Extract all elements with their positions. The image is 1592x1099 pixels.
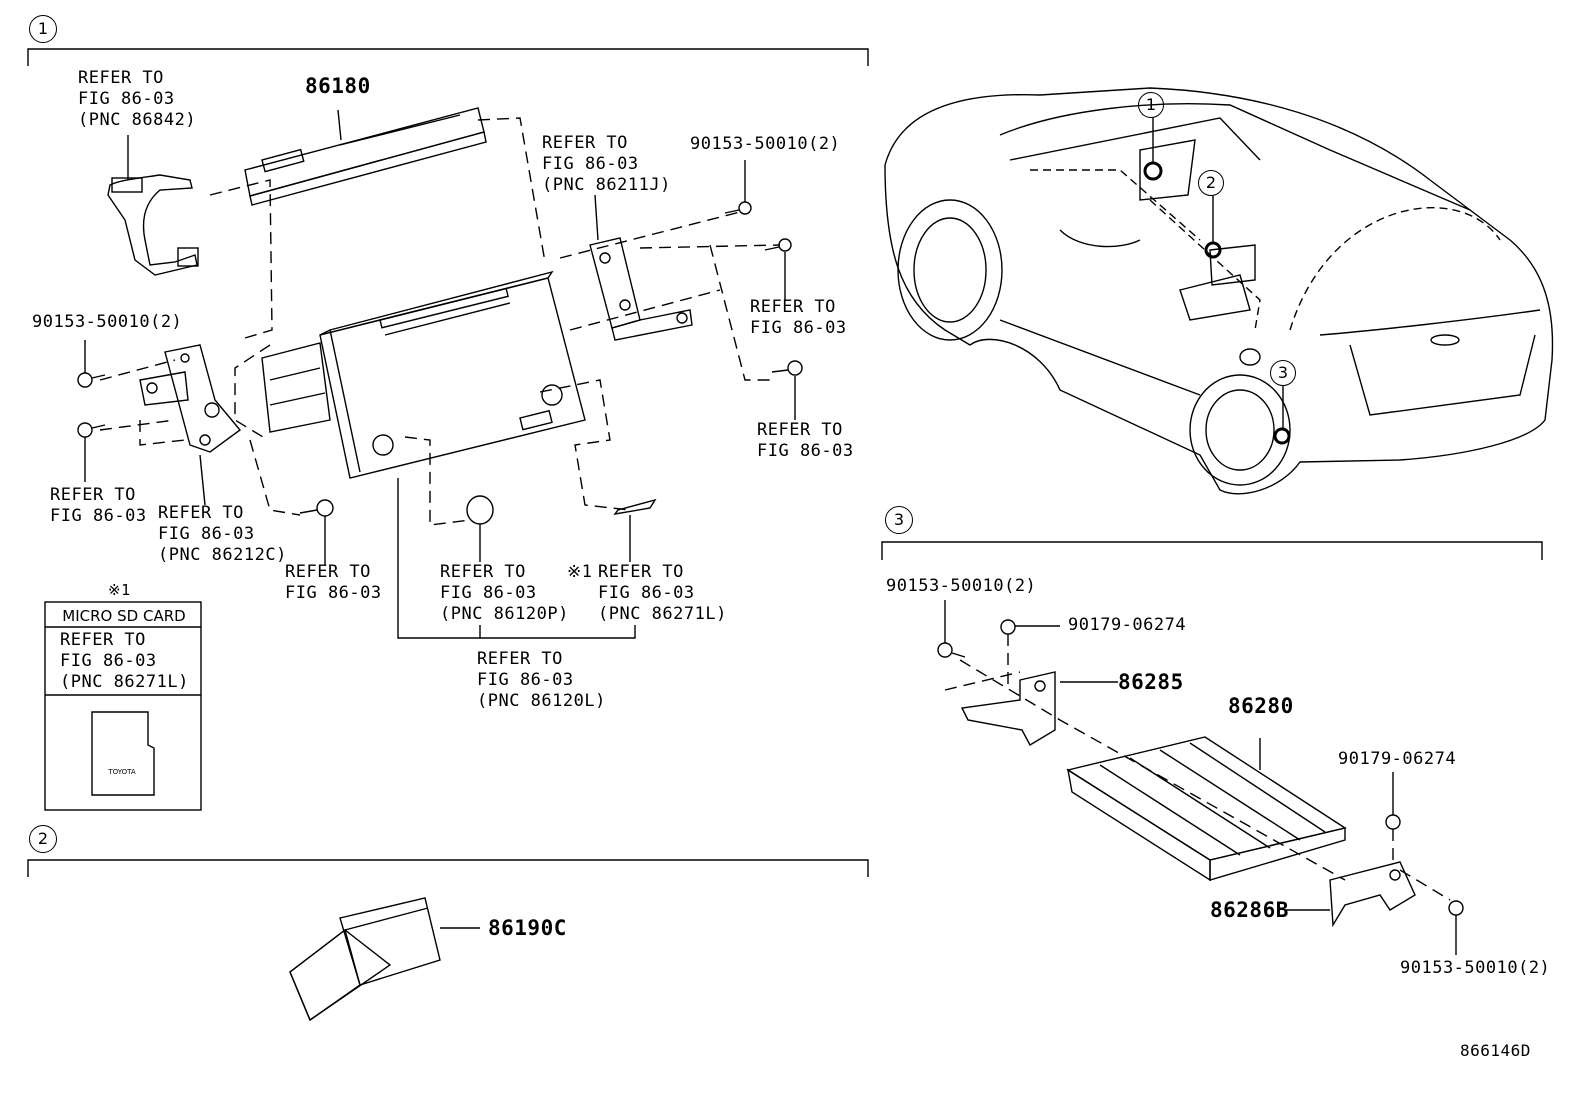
module-86190c: [289, 897, 480, 1022]
bracket-86286b: [1285, 861, 1416, 928]
label-refer-86120p: REFER TO FIG 86-03 (PNC 86120P): [440, 562, 569, 624]
trim-panel-86180: [244, 107, 487, 206]
sd-card-brand: TOYOTA: [108, 768, 136, 776]
bracket-86285: [960, 671, 1118, 746]
sd-card-refer: REFER TO FIG 86-03 (PNC 86271L): [60, 630, 189, 692]
section-2-frame: [27, 859, 869, 877]
bracket-left: [139, 344, 242, 506]
section-1-marker: 1: [29, 15, 57, 43]
label-refer-right-2: REFER TO FIG 86-03: [757, 420, 854, 461]
label-refer-86120l: REFER TO FIG 86-03 (PNC 86120L): [477, 649, 606, 711]
label-refer-86211j: REFER TO FIG 86-03 (PNC 86211J): [542, 133, 671, 195]
label-s3-bolt-top: 90153-50010(2): [886, 576, 1037, 596]
car-marker-2: 2: [1198, 170, 1224, 196]
navigation-receiver: [261, 270, 586, 479]
label-refer-left-bolt: REFER TO FIG 86-03: [50, 485, 147, 526]
label-refer-screw: REFER TO FIG 86-03: [285, 562, 382, 603]
label-bolt-top-right: 90153-50010(2): [690, 134, 841, 154]
part-number-86190c: 86190C: [488, 916, 567, 940]
label-s3-bolt-bottom: 90153-50010(2): [1400, 958, 1551, 978]
micro-sd-box: [44, 601, 202, 811]
amplifier-86280: [1066, 736, 1347, 882]
sd-card-title: MICRO SD CARD: [62, 607, 186, 625]
section-3-marker: 3: [885, 506, 913, 534]
label-s3-nut-top: 90179-06274: [1068, 615, 1187, 635]
vehicle-outline: [884, 87, 1554, 495]
section-3-frame: [881, 541, 1543, 560]
dashed-guides-1: [99, 117, 781, 526]
label-refer-86842: REFER TO FIG 86-03 (PNC 86842): [78, 68, 197, 130]
label-refer-right-1: REFER TO FIG 86-03: [750, 297, 847, 338]
part-number-86285: 86285: [1118, 670, 1184, 694]
label-refer-86212c: REFER TO FIG 86-03 (PNC 86212C): [158, 503, 287, 565]
wire-harness: [107, 135, 199, 276]
bracket-right: [589, 194, 693, 341]
label-s3-nut-right: 90179-06274: [1338, 749, 1457, 769]
label-refer-86271l: REFER TO FIG 86-03 (PNC 86271L): [598, 562, 727, 624]
part-number-86180: 86180: [305, 74, 371, 98]
screws-section-1: [77, 160, 803, 565]
sd-note-mark: ※1: [108, 581, 131, 599]
dashed-guides-3: [944, 634, 1451, 901]
part-number-86280: 86280: [1228, 694, 1294, 718]
section-2-marker: 2: [29, 825, 57, 853]
car-marker-1: 1: [1138, 92, 1164, 118]
figure-id: 866146D: [1460, 1041, 1531, 1060]
fasteners-section-3: [937, 600, 1464, 955]
section-1-frame: [27, 48, 869, 66]
part-number-86286b: 86286B: [1210, 898, 1289, 922]
car-marker-3: 3: [1270, 360, 1296, 386]
label-bolt-left: 90153-50010(2): [32, 312, 183, 332]
label-note-mark: ※1: [567, 562, 593, 582]
leader-86120l: [397, 478, 636, 639]
